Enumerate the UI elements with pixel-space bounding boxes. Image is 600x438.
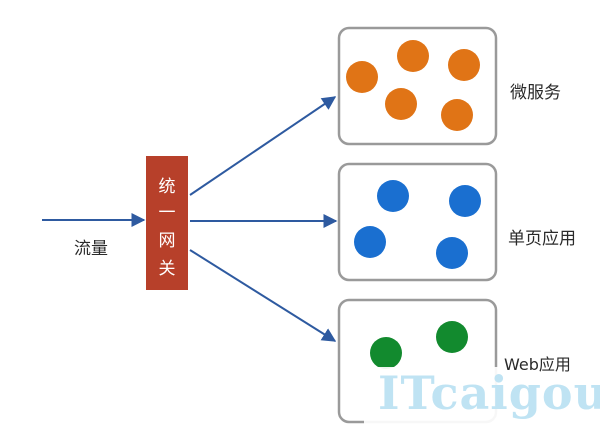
spa-label: 单页应用 [508,229,576,249]
microservice-node [441,99,473,131]
gateway-label-char: 关 [158,259,176,279]
microservice-node [385,88,417,120]
spa-box [337,162,498,282]
web-app-label: Web应用 [504,355,571,374]
web-app-node [370,337,402,369]
watermark-logo: ITcaigou [378,366,600,420]
gateway-label-char: 网 [158,231,176,251]
gateway-block [146,156,188,290]
spa-node [354,226,386,258]
watermark-backdrop [364,367,600,438]
microservices-label: 微服务 [510,83,561,103]
microservice-node [397,40,429,72]
spa-node [449,185,481,217]
arrow-to-microservices [189,96,337,196]
microservice-node [448,49,480,81]
microservice-node [346,61,378,93]
web-app-node [436,321,468,353]
spa-node [436,237,468,269]
arrow-to-web-app [189,249,337,342]
spa-node [377,180,409,212]
gateway-label-char: 统 [158,177,176,197]
traffic-label: 流量 [74,239,108,259]
gateway-label-char: 一 [158,203,176,223]
